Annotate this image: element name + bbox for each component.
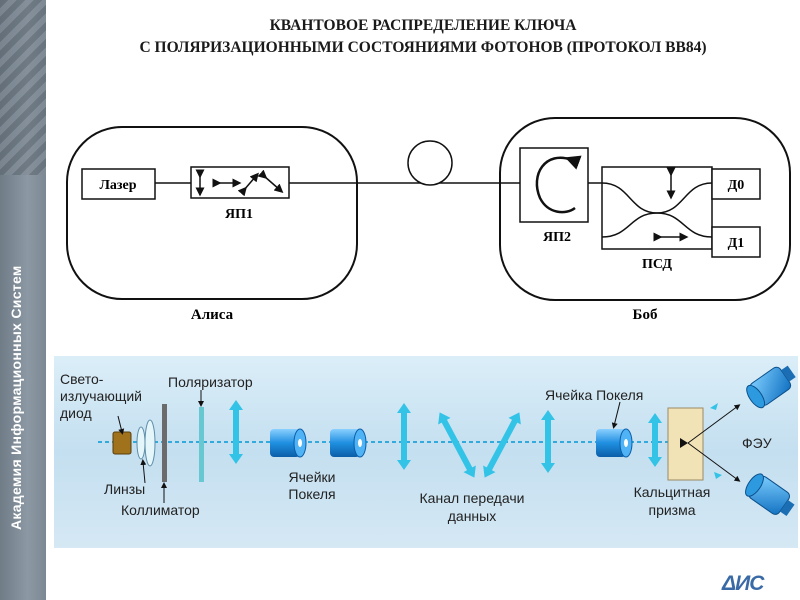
rotation-arrow-icon xyxy=(535,155,582,214)
pockels-cells-label-line2: Покеля xyxy=(288,486,335,502)
calcite-label-line1: Кальцитная xyxy=(634,484,711,500)
laser-label: Лазер xyxy=(99,178,136,193)
pmt-label: ФЭУ xyxy=(742,435,772,451)
d0-box xyxy=(711,168,761,200)
led-label-line2: излучающий xyxy=(60,388,142,404)
bob-label: Боб xyxy=(633,307,658,323)
polarization-arrows-group xyxy=(229,400,662,478)
lens-1-icon xyxy=(136,426,146,460)
fiber-loop xyxy=(407,140,453,186)
pmt-detector-top-icon xyxy=(746,365,796,409)
pockels-cell-1-icon xyxy=(270,428,307,458)
polarizer-label: Поляризатор xyxy=(168,374,253,390)
bottom-diagram: Свето- излучающий диод Линзы Коллиматор … xyxy=(54,356,798,548)
d0-label: Д0 xyxy=(728,178,745,193)
pockels-cell-2-icon xyxy=(330,428,367,458)
pol-arrow-vertical-4-icon xyxy=(648,413,662,467)
lens-2-icon xyxy=(144,419,156,467)
pmt-detector-bottom-icon xyxy=(745,473,795,517)
channel-label-line2: данных xyxy=(448,508,496,524)
pockels-cell-label: Ячейка Покеля xyxy=(545,387,643,403)
led-label-line1: Свето- xyxy=(60,371,104,387)
yap2-label: ЯП2 xyxy=(543,230,571,245)
polarizer-icon xyxy=(199,407,204,482)
pol-arrow-vertical-1-icon xyxy=(229,400,243,464)
pol-arrow-vertical-2-icon xyxy=(397,403,411,470)
psd-box xyxy=(601,166,713,250)
calcite-label-line2: призма xyxy=(648,502,695,518)
alice-label: Алиса xyxy=(191,307,234,323)
alice-box xyxy=(66,126,358,300)
pockels-cells-label-line1: Ячейки xyxy=(289,469,336,485)
psd-label: ПСД xyxy=(642,257,672,272)
polarization-arrows-icon xyxy=(195,169,284,197)
pockels-cell-3-icon xyxy=(596,428,633,458)
side-bar xyxy=(0,0,46,600)
d1-box xyxy=(711,226,761,258)
pol-arrow-diag-2-icon xyxy=(483,412,521,478)
lenses-label: Линзы xyxy=(104,481,145,497)
title-line-2: С ПОЛЯРИЗАЦИОННЫМИ СОСТОЯНИЯМИ ФОТОНОВ (… xyxy=(139,39,707,56)
collimator-label: Коллиматор xyxy=(121,502,200,518)
yap1-box xyxy=(190,166,290,199)
laser-box xyxy=(81,168,156,200)
top-diagram: Лазер ЯП1 ЯП2 ПСД Д0 Д1 Алиса Боб xyxy=(66,117,791,323)
led-diode-icon xyxy=(112,431,132,455)
pol-arrow-vertical-3-icon xyxy=(541,410,555,473)
collimator-icon xyxy=(162,404,167,482)
yap1-label: ЯП1 xyxy=(225,207,253,222)
side-bar-pattern xyxy=(0,0,46,175)
title-line-1: КВАНТОВОЕ РАСПРЕДЕЛЕНИЕ КЛЮЧА xyxy=(269,17,577,34)
logo: ΔИС xyxy=(722,572,764,595)
channel-label-line1: Канал передачи xyxy=(420,490,525,506)
d1-label: Д1 xyxy=(728,236,745,251)
led-label-line3: диод xyxy=(60,405,92,421)
pol-arrow-diag-1-icon xyxy=(438,412,476,478)
